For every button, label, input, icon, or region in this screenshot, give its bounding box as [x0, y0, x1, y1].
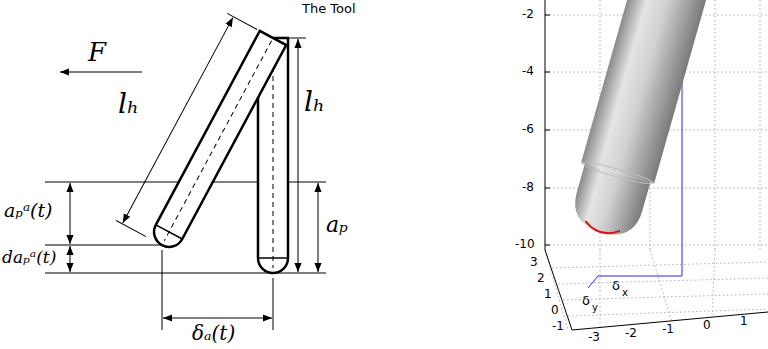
dimension-label: aₚᵃ(t) [4, 200, 53, 222]
length-dimension [298, 39, 299, 272]
tick-label: 0 [703, 319, 711, 333]
dimension-label: aₚ [326, 212, 348, 237]
axis-symbol: δ [582, 294, 590, 309]
axis-symbol: δ [612, 279, 620, 294]
tick-label: -2 [522, 8, 534, 22]
depth-dimension [70, 183, 71, 244]
tick-label: -1 [662, 323, 674, 337]
reference-lines [45, 38, 326, 273]
tool-3d-model [564, 0, 710, 244]
tick-label: -10 [515, 238, 535, 252]
dimension-label: lₕ [304, 86, 325, 118]
offset-dimension [162, 250, 273, 330]
axis-subscript: y [592, 302, 598, 314]
tick-label: -3 [588, 331, 600, 345]
tick-label: -6 [522, 123, 534, 137]
depth-dimension [318, 183, 319, 272]
tick-label: -2 [625, 327, 637, 341]
tick-label: 2 [537, 272, 545, 286]
dimension-label: δₐ(t) [192, 322, 235, 345]
force-label: F [88, 38, 106, 68]
tick-label: 1 [544, 288, 552, 302]
tick-label: -4 [522, 65, 534, 79]
tilted-tool [116, 13, 286, 252]
force-arrow [60, 71, 142, 72]
tick-label: 0 [551, 304, 559, 318]
tick-label: -8 [522, 181, 534, 195]
axis-subscript: x [622, 287, 628, 299]
dimension-label: lₕ [118, 88, 139, 120]
tick-label: 1 [740, 315, 748, 329]
tick-label: -1 [552, 320, 564, 334]
part-label: The Tool [302, 2, 356, 17]
tick-label: 3 [530, 256, 538, 270]
dimension-label: daₚᵃ(t) [2, 248, 56, 268]
depth-dimension [70, 246, 71, 272]
